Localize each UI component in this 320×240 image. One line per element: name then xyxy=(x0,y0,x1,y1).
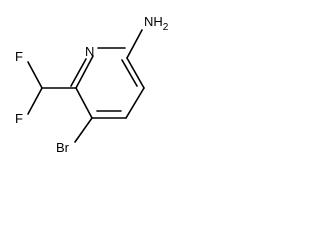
bond-c3-c2 xyxy=(126,57,145,89)
bond-cf2h-f-top xyxy=(27,61,43,89)
bond-n1-c6 xyxy=(75,55,94,89)
ring-nitrogen-label: N xyxy=(85,44,94,59)
bond-c4-c3 xyxy=(125,87,145,119)
amino-group-label: NH2 xyxy=(144,14,169,33)
fluorine-top-label: F xyxy=(15,49,23,64)
bond-cf2h-f-bottom xyxy=(27,87,43,115)
bond-c5-br xyxy=(74,117,93,143)
bond-n1-c6-double xyxy=(70,58,87,87)
bond-c6-c5 xyxy=(75,87,93,119)
bromine-label: Br xyxy=(56,140,70,155)
fluorine-bottom-label: F xyxy=(15,111,23,126)
bond-c3-c2-double xyxy=(121,59,138,87)
molecule-structure-diagram: NH2 N F F Br xyxy=(15,14,169,155)
bond-c2-nh2 xyxy=(126,29,143,59)
